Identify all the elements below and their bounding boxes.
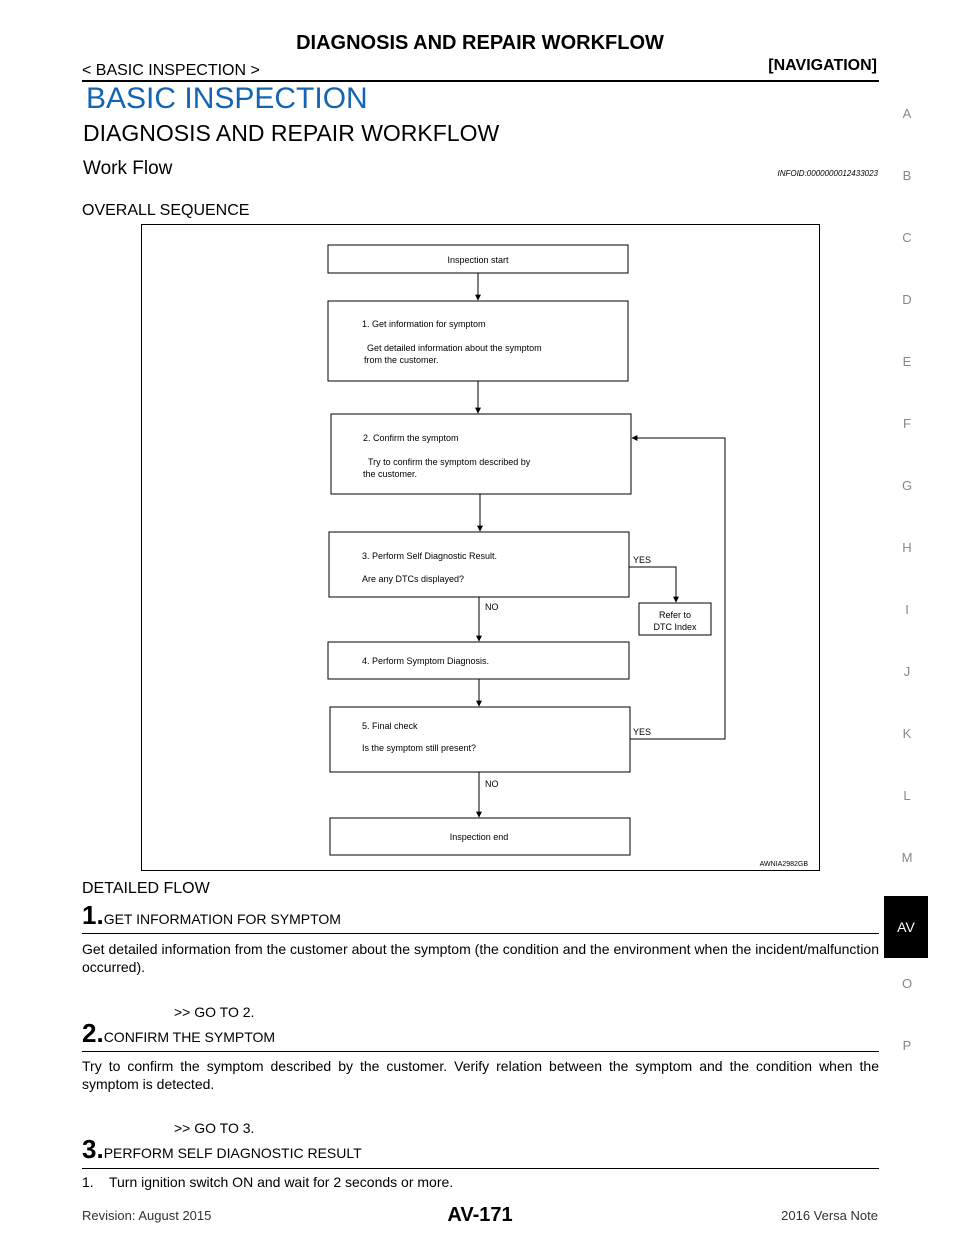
fc-yes-label-2: YES (633, 727, 651, 737)
fc-dtc-line2: DTC Index (653, 622, 697, 632)
header-divider (82, 80, 879, 82)
footer-page-number: AV-171 (447, 1204, 513, 1226)
fc-dtc-line1: Refer to (659, 610, 691, 620)
step-3-text: 1. Turn ignition switch ON and wait for … (82, 1174, 454, 1190)
fc-start-label: Inspection start (447, 255, 509, 265)
fc-step5-title: 5. Final check (362, 721, 418, 731)
step-3-number: 3. (82, 1134, 104, 1164)
fc-step1-line2: from the customer. (364, 355, 439, 365)
fc-step3-title: 3. Perform Self Diagnostic Result. (362, 551, 497, 561)
side-index-a[interactable]: A (902, 106, 912, 121)
side-index-f[interactable]: F (903, 416, 911, 431)
side-index-j[interactable]: J (903, 664, 911, 679)
side-index-g[interactable]: G (901, 478, 913, 493)
side-index-c[interactable]: C (902, 230, 912, 245)
side-index-d[interactable]: D (902, 292, 912, 307)
section-heading: DIAGNOSIS AND REPAIR WORKFLOW (83, 120, 500, 146)
step-1-goto[interactable]: >> GO TO 2. (174, 1004, 255, 1020)
side-index-p[interactable]: P (902, 1038, 912, 1053)
fc-step5-line1: Is the symptom still present? (362, 743, 476, 753)
footer-model: 2016 Versa Note (781, 1208, 878, 1223)
box-step3 (328, 531, 630, 598)
step-2-goto[interactable]: >> GO TO 3. (174, 1120, 255, 1136)
step-1-heading: 1.GET INFORMATION FOR SYMPTOM (82, 900, 341, 931)
step-1-text: Get detailed information from the custom… (82, 941, 879, 975)
arrow-5-yes-loop (630, 435, 726, 740)
arrow-3-yes-to-dtc (629, 566, 679, 603)
fc-step2-line1: Try to confirm the symptom described by (368, 457, 531, 467)
step-3-heading: 3.PERFORM SELF DIAGNOSTIC RESULT (82, 1134, 362, 1165)
box-step5 (329, 706, 631, 773)
step-1-title: GET INFORMATION FOR SYMPTOM (103, 911, 341, 927)
fc-step2-title: 2. Confirm the symptom (363, 433, 459, 443)
side-index-l[interactable]: L (903, 788, 911, 803)
side-index-o[interactable]: O (901, 976, 913, 991)
box-dtc-index (638, 602, 712, 636)
box-step1 (327, 300, 629, 382)
side-index-b[interactable]: B (902, 168, 912, 183)
flowchart-frame (141, 224, 820, 871)
page-header-subtitle: < BASIC INSPECTION > (82, 62, 260, 79)
step-3-title: PERFORM SELF DIAGNOSTIC RESULT (103, 1145, 362, 1161)
step-2-title: CONFIRM THE SYMPTOM (103, 1029, 276, 1045)
fc-figure-code: AWNIA2982GB (760, 861, 809, 868)
step-2-text: Try to confirm the symptom described by … (82, 1058, 879, 1092)
step-2-divider (82, 1051, 879, 1052)
fc-step2-line2: the customer. (363, 469, 417, 479)
step-2-number: 2. (82, 1018, 104, 1048)
side-index-i[interactable]: I (905, 602, 909, 617)
page-header-section: [NAVIGATION] (768, 57, 877, 74)
side-index-m[interactable]: M (901, 850, 913, 865)
side-index-h[interactable]: H (902, 540, 912, 555)
box-inspection-end (329, 817, 631, 856)
info-id: INFOID:0000000012433023 (777, 169, 878, 178)
step-2-heading: 2.CONFIRM THE SYMPTOM (82, 1018, 275, 1049)
box-step2 (330, 413, 632, 495)
fc-no-label-2: NO (485, 779, 499, 789)
footer-revision: Revision: August 2015 (82, 1208, 212, 1223)
fc-step3-line1: Are any DTCs displayed? (362, 574, 464, 584)
main-heading: BASIC INSPECTION (86, 82, 368, 115)
step-3-divider (82, 1168, 879, 1169)
fc-step1-title: 1. Get information for symptom (362, 319, 486, 329)
fc-end-label: Inspection end (450, 832, 509, 842)
step-1-divider (82, 933, 879, 934)
overall-sequence-heading: OVERALL SEQUENCE (82, 202, 250, 219)
side-index-av-active[interactable]: AV (884, 896, 928, 958)
detailed-flow-heading: DETAILED FLOW (82, 880, 210, 897)
page-header-title: DIAGNOSIS AND REPAIR WORKFLOW (296, 32, 664, 54)
fc-step4-title: 4. Perform Symptom Diagnosis. (362, 656, 489, 666)
side-index-k[interactable]: K (902, 726, 912, 741)
fc-no-label-1: NO (485, 602, 499, 612)
fc-yes-label-1: YES (633, 555, 651, 565)
subsection-heading: Work Flow (83, 158, 173, 179)
side-index-e[interactable]: E (902, 354, 912, 369)
fc-step1-line1: Get detailed information about the sympt… (367, 343, 542, 353)
step-1-number: 1. (82, 900, 104, 930)
